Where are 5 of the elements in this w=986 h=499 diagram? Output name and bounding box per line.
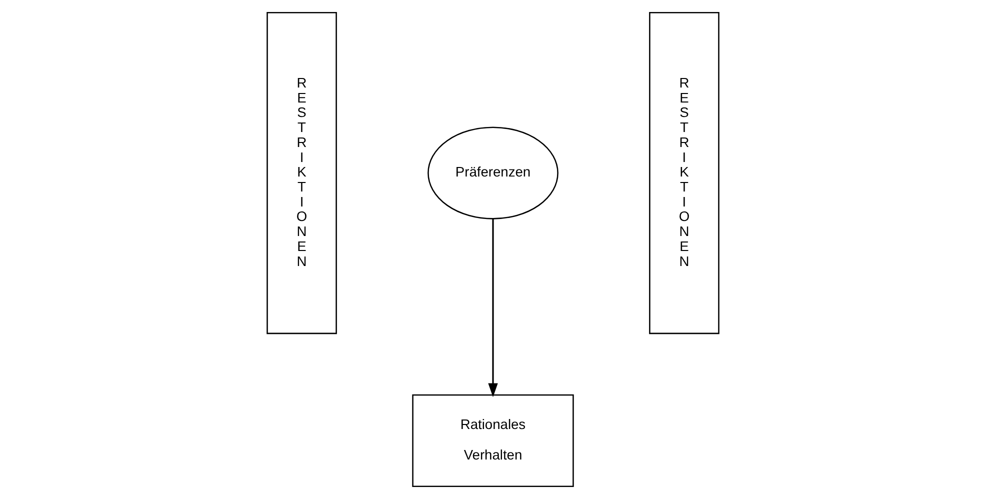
node-ellipse: Präferenzen bbox=[428, 126, 558, 220]
node-box: Rationales Verhalten bbox=[412, 394, 574, 488]
node-box: RESTRIKTIONEN bbox=[649, 12, 720, 334]
arrow bbox=[488, 218, 498, 398]
node-box: RESTRIKTIONEN bbox=[266, 12, 337, 334]
